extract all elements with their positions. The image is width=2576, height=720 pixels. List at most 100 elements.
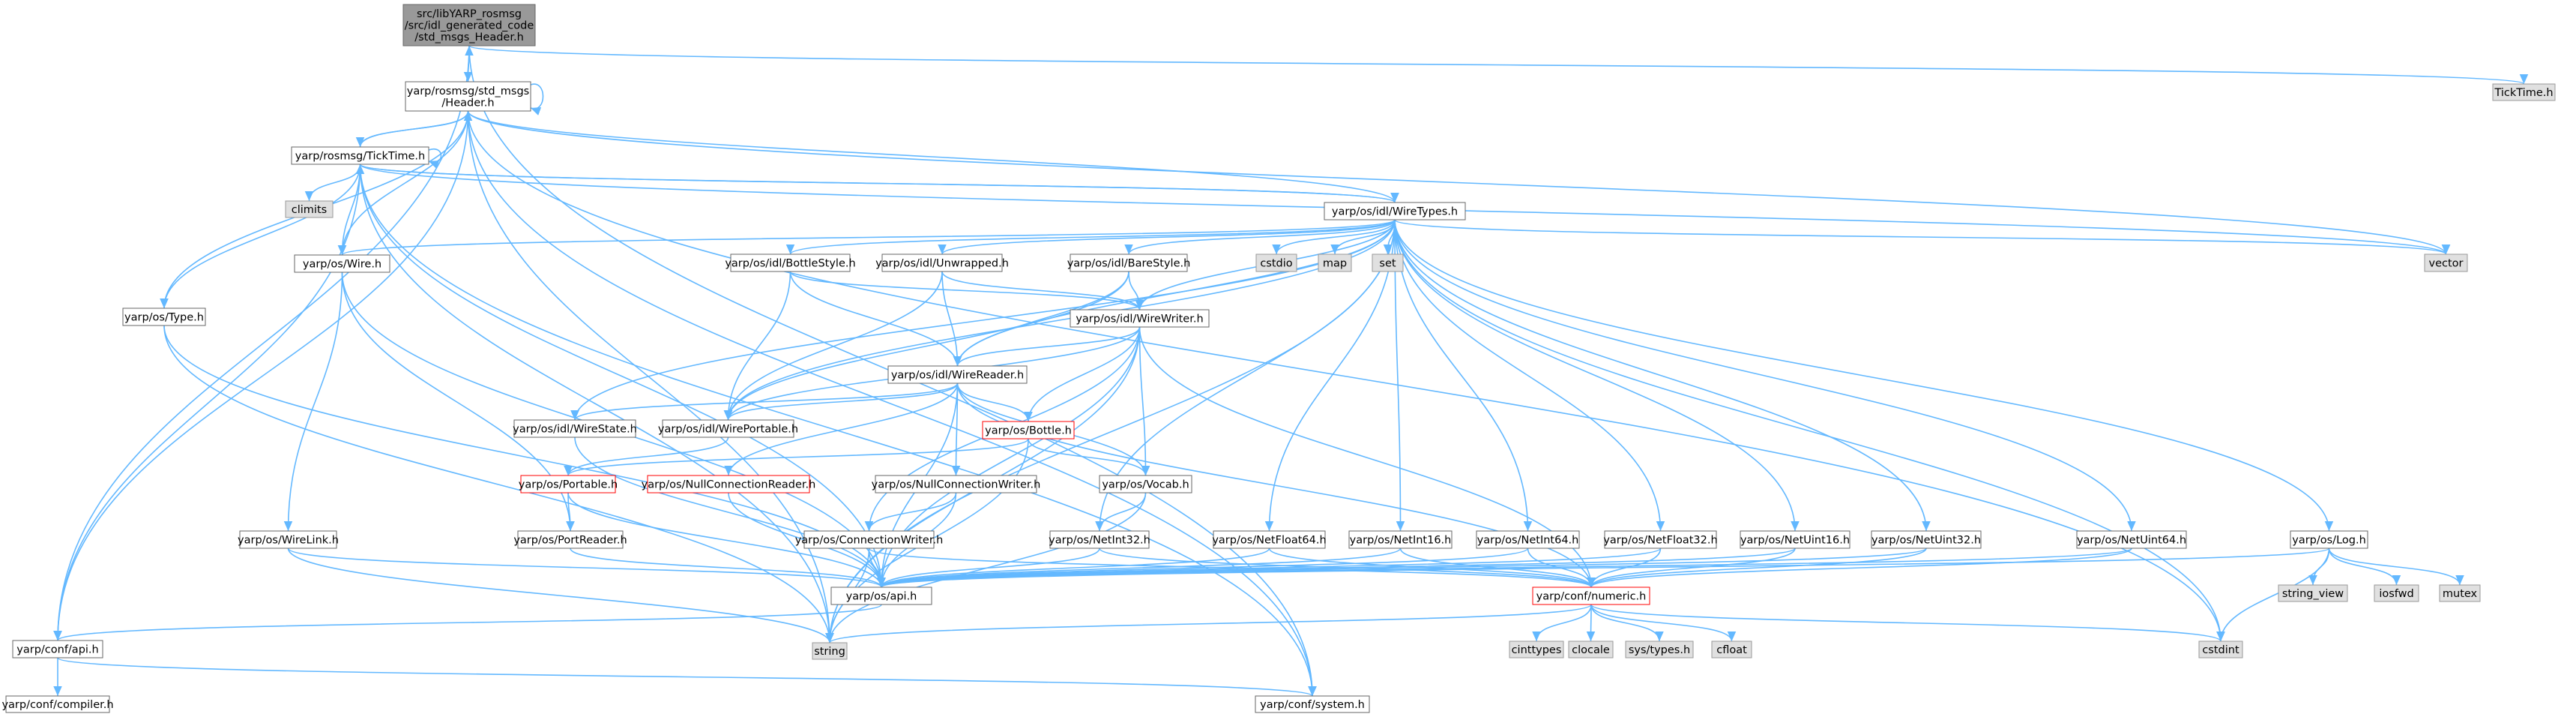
node-map: map <box>1318 254 1352 272</box>
node-netfloat64[interactable]: yarp/os/NetFloat64.h <box>1212 530 1327 549</box>
edge-wirelink-to-osapi <box>287 548 886 588</box>
edge-confapi-to-system <box>57 657 1317 697</box>
node-wirelink[interactable]: yarp/os/WireLink.h <box>238 530 339 549</box>
edge-log-to-osapi <box>878 548 2330 588</box>
node-barestyle[interactable]: yarp/os/idl/BareStyle.h <box>1067 254 1191 272</box>
node-cinttypes-label-0: cinttypes <box>1512 644 1562 656</box>
node-string_view-label-0: string_view <box>2282 588 2344 600</box>
edge-connwriter-to-numeric <box>868 548 1596 588</box>
edge-wirelink-to-string <box>287 548 834 644</box>
edge-netint64-to-osapi <box>877 548 1529 588</box>
edge-wirewriter-to-bottle <box>1024 326 1141 422</box>
node-unwrapped-label-0: yarp/os/idl/Unwrapped.h <box>875 258 1009 270</box>
edge-wirereader-to-wirestate <box>570 382 959 421</box>
edge-unwrapped-to-wirereader <box>941 271 962 367</box>
node-wire-box <box>294 254 390 273</box>
edge-numeric-to-cstdint <box>1590 604 2225 642</box>
node-root-box <box>402 4 536 46</box>
node-netint64[interactable]: yarp/os/NetInt64.h <box>1476 530 1580 549</box>
node-netuint32[interactable]: yarp/os/NetUint32.h <box>1871 530 1982 549</box>
node-wirestate-label-0: yarp/os/idl/WireState.h <box>513 424 637 436</box>
node-numeric-label-0: yarp/conf/numeric.h <box>1536 591 1647 603</box>
node-wiretypes[interactable]: yarp/os/idl/WireTypes.h <box>1324 202 1466 220</box>
node-nullreader[interactable]: yarp/os/NullConnectionReader.h <box>642 475 816 494</box>
node-portreader[interactable]: yarp/os/PortReader.h <box>513 530 627 549</box>
node-wirestate-box <box>513 419 636 438</box>
edge-wiretypes-to-wirestate <box>570 219 1396 421</box>
node-bottle[interactable]: yarp/os/Bottle.h <box>982 421 1075 440</box>
edge-rtt-to-osapi <box>359 164 886 588</box>
node-cstdio-label-0: cstdio <box>1260 258 1292 270</box>
node-portable[interactable]: yarp/os/Portable.h <box>519 475 618 494</box>
edge-wiretypes-to-netint64 <box>1394 219 1533 532</box>
edge-wirereader-to-numeric <box>956 382 1596 588</box>
node-cfloat-box <box>1711 640 1752 658</box>
node-rtt[interactable]: yarp/rosmsg/TickTime.h <box>291 146 429 165</box>
node-type[interactable]: yarp/os/Type.h <box>122 308 206 326</box>
node-clocale: clocale <box>1568 640 1614 658</box>
edge-numeric-to-cfloat <box>1590 604 1737 642</box>
edge-numeric-to-string <box>825 604 1592 644</box>
node-wiretypes-label-0: yarp/os/idl/WireTypes.h <box>1332 206 1458 218</box>
node-mutex-box <box>2439 584 2481 602</box>
node-netint32[interactable]: yarp/os/NetInt32.h <box>1049 530 1150 549</box>
node-cstdint-label-0: cstdint <box>2202 644 2239 656</box>
edge-barestyle-to-wirewriter <box>1128 271 1144 310</box>
node-netint16[interactable]: yarp/os/NetInt16.h <box>1348 530 1453 549</box>
node-wireportable-box <box>662 419 794 438</box>
node-wirelink-label-0: yarp/os/WireLink.h <box>238 535 339 547</box>
node-wirereader-label-0: yarp/os/idl/WireReader.h <box>891 370 1024 382</box>
node-systypes: sys/types.h <box>1625 640 1694 658</box>
node-wirereader[interactable]: yarp/os/idl/WireReader.h <box>887 365 1028 384</box>
node-set-label-0: set <box>1379 258 1396 270</box>
node-connwriter[interactable]: yarp/os/ConnectionWriter.h <box>795 530 944 549</box>
edge-bottle-to-vocab <box>1028 438 1150 476</box>
node-wiretypes-box <box>1324 202 1466 220</box>
node-netint16-label-0: yarp/os/NetInt16.h <box>1350 535 1452 547</box>
node-log[interactable]: yarp/os/Log.h <box>2290 530 2368 549</box>
node-unwrapped-box <box>881 254 1003 272</box>
node-bottle-label-0: yarp/os/Bottle.h <box>985 425 1072 437</box>
node-nullwriter[interactable]: yarp/os/NullConnectionWriter.h <box>872 475 1041 494</box>
node-wireportable[interactable]: yarp/os/idl/WirePortable.h <box>658 419 798 438</box>
node-netuint16[interactable]: yarp/os/NetUint16.h <box>1740 530 1850 549</box>
node-type-label-0: yarp/os/Type.h <box>124 312 204 324</box>
edge-portable-to-portreader <box>566 492 575 532</box>
node-system-box <box>1255 695 1370 713</box>
node-wire[interactable]: yarp/os/Wire.h <box>294 254 390 273</box>
node-unwrapped[interactable]: yarp/os/idl/Unwrapped.h <box>875 254 1009 272</box>
node-cfloat: cfloat <box>1711 640 1752 658</box>
edge-netint32-to-osapi <box>877 548 1100 588</box>
node-wirelink-box <box>239 530 337 549</box>
node-portreader-label-0: yarp/os/PortReader.h <box>513 535 627 547</box>
node-vocab[interactable]: yarp/os/Vocab.h <box>1099 475 1192 494</box>
node-wire-label-0: yarp/os/Wire.h <box>303 259 381 271</box>
node-vocab-box <box>1099 475 1192 494</box>
node-root-label-0: src/libYARP_rosmsg <box>417 8 522 20</box>
node-portable-label-0: yarp/os/Portable.h <box>519 479 618 491</box>
node-string_view-box <box>2278 584 2348 602</box>
node-nullwriter-label-0: yarp/os/NullConnectionWriter.h <box>872 479 1041 491</box>
node-cstdint: cstdint <box>2198 640 2243 658</box>
node-wirewriter[interactable]: yarp/os/idl/WireWriter.h <box>1070 309 1210 328</box>
node-system[interactable]: yarp/conf/system.h <box>1255 695 1370 713</box>
node-numeric[interactable]: yarp/conf/numeric.h <box>1532 586 1650 605</box>
node-hdr[interactable]: yarp/rosmsg/std_msgs/Header.h <box>405 81 531 112</box>
edge-wiretypes-to-cstdint <box>1394 219 2225 642</box>
node-bottlestyle[interactable]: yarp/os/idl/BottleStyle.h <box>725 254 856 272</box>
edge-rtt-to-rtt <box>428 148 442 169</box>
node-connwriter-box <box>803 530 935 549</box>
node-confapi[interactable]: yarp/conf/api.h <box>12 640 103 658</box>
node-wirestate[interactable]: yarp/os/idl/WireState.h <box>513 419 637 438</box>
node-netuint64[interactable]: yarp/os/NetUint64.h <box>2076 530 2187 549</box>
node-compiler[interactable]: yarp/conf/compiler.h <box>1 695 114 713</box>
edges-layer <box>53 45 2528 697</box>
node-netfloat32-box <box>1604 530 1717 549</box>
node-netint64-box <box>1476 530 1580 549</box>
node-osapi[interactable]: yarp/os/api.h <box>830 586 932 605</box>
node-netfloat32[interactable]: yarp/os/NetFloat32.h <box>1603 530 1718 549</box>
edge-hdr-to-wire <box>337 110 469 256</box>
edge-unwrapped-to-wireportable <box>723 271 943 421</box>
edge-bottle-to-portable <box>564 438 1029 476</box>
node-netuint32-label-0: yarp/os/NetUint32.h <box>1871 535 1981 547</box>
